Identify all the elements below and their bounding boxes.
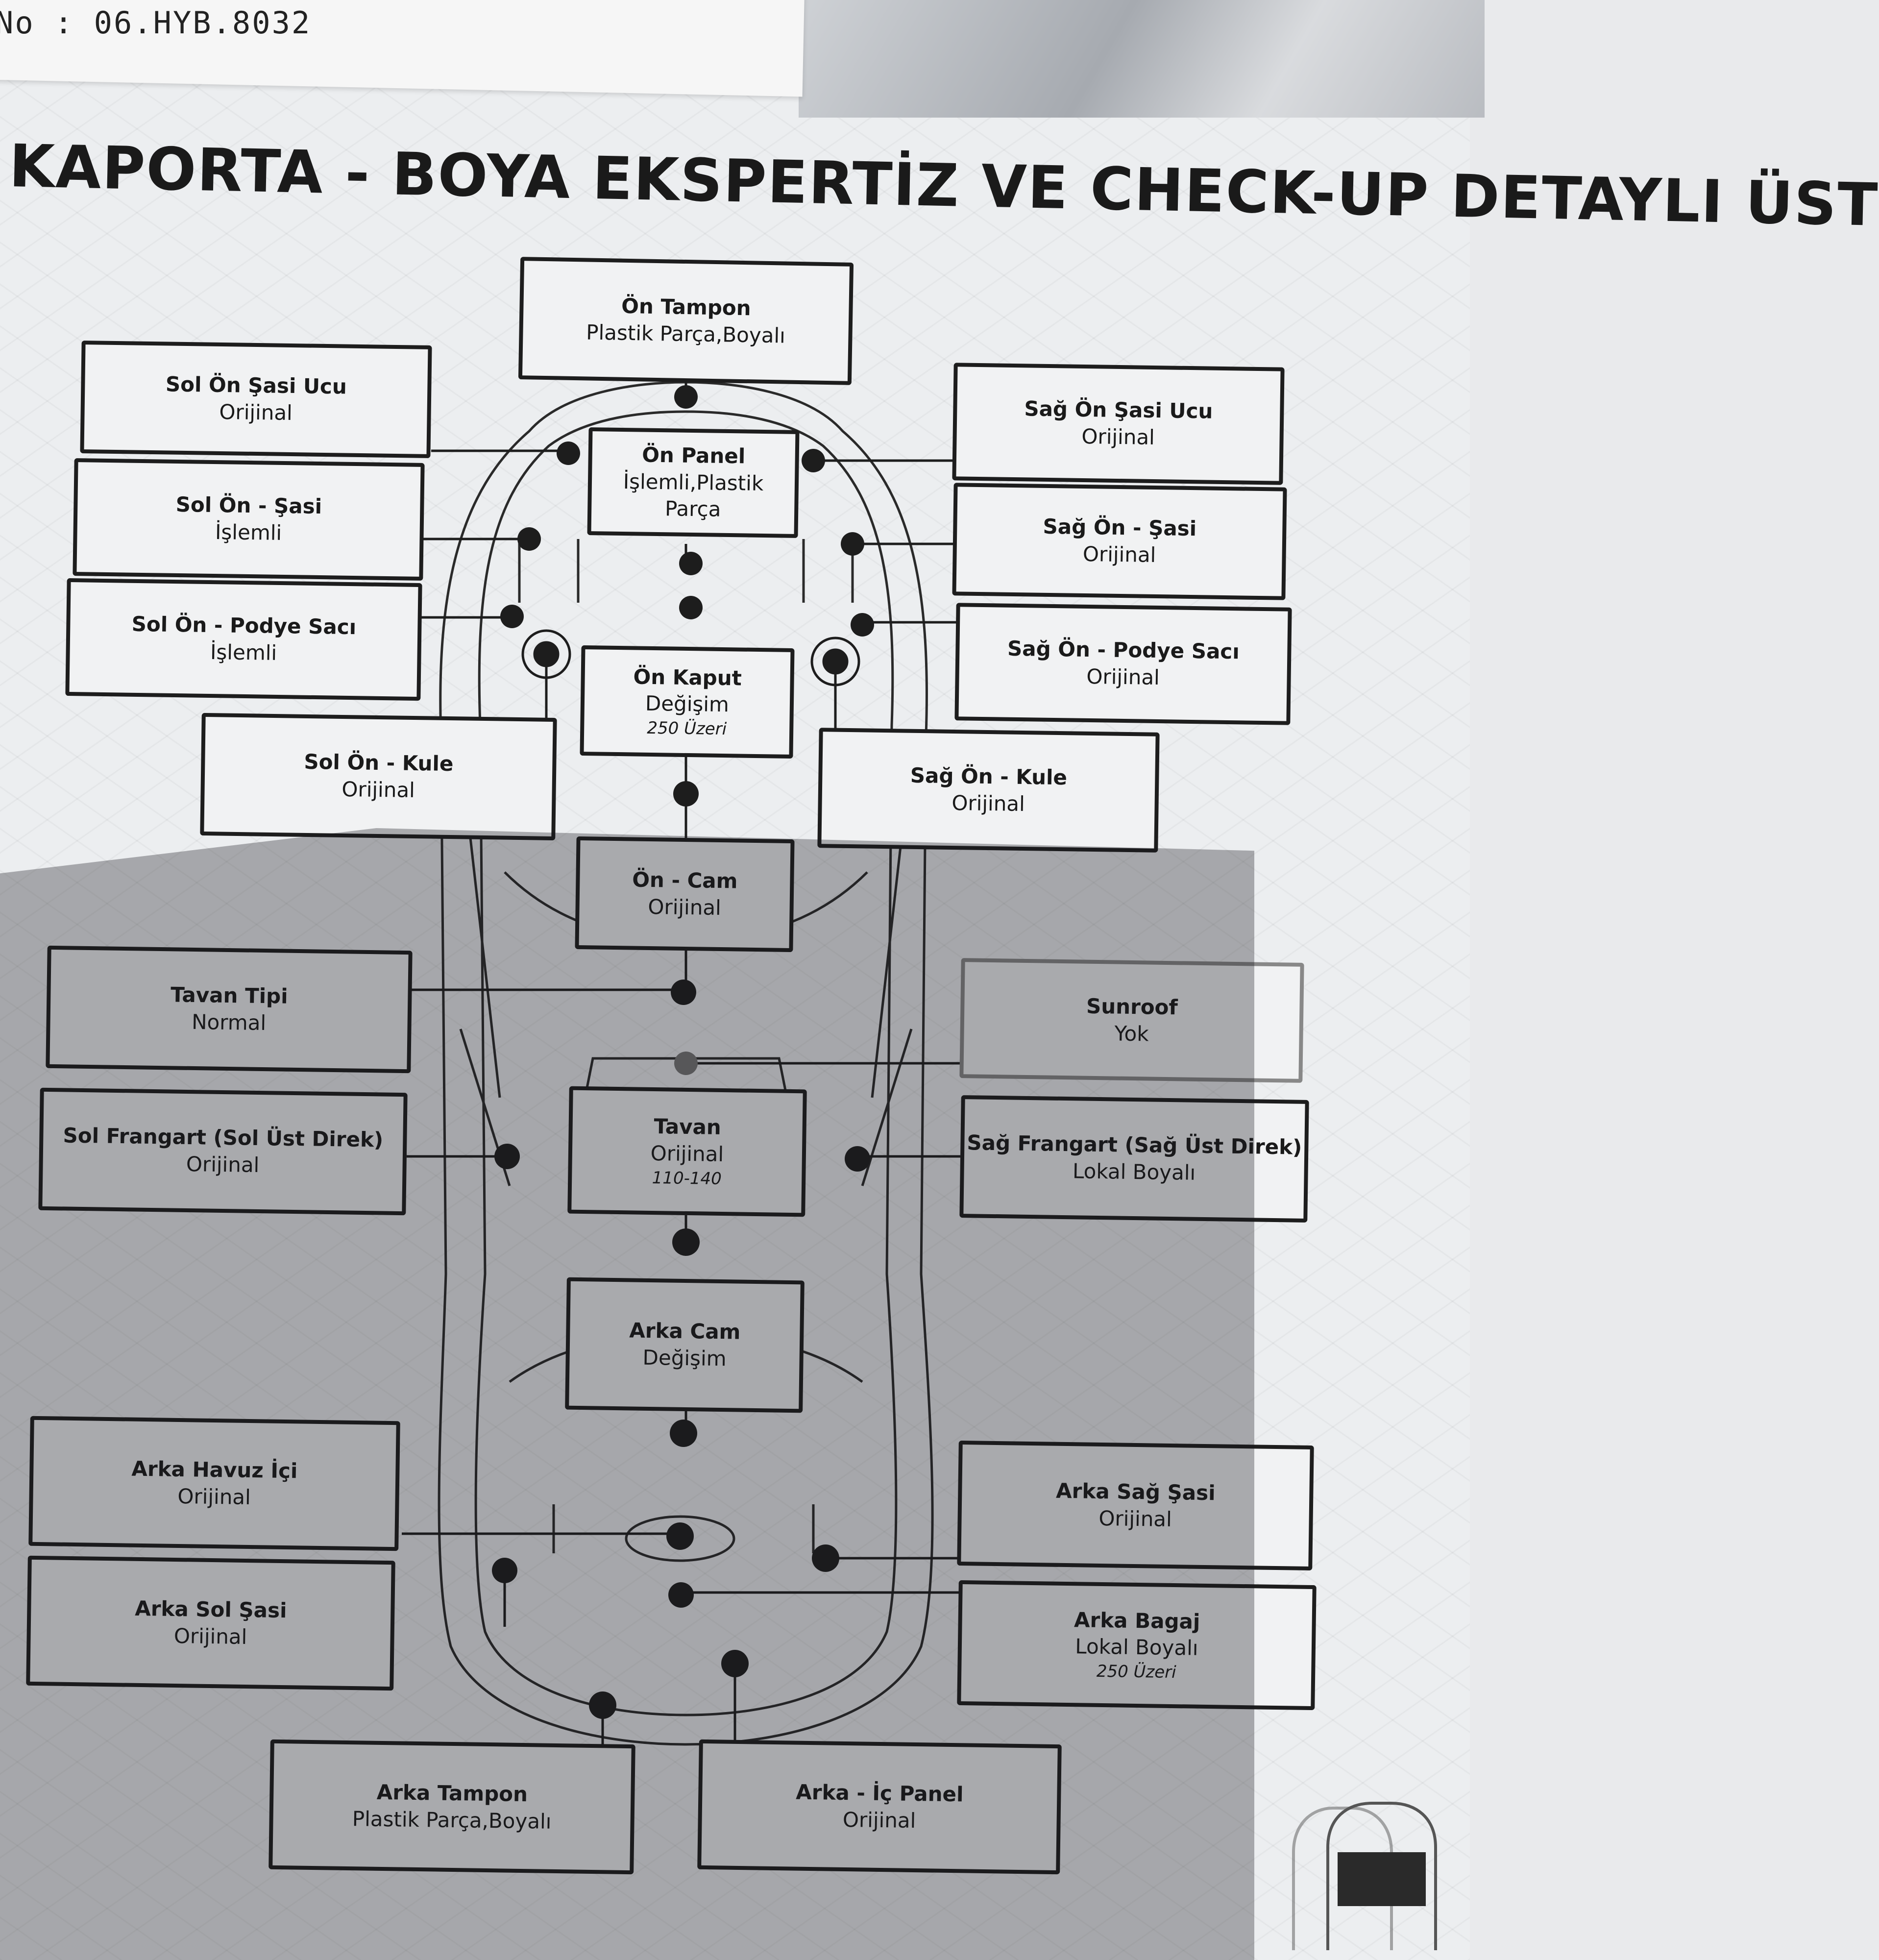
part-box-sag-on-podye-saci: Sağ Ön - Podye Sacı Orijinal <box>954 603 1292 725</box>
part-value: Orijinal <box>173 1623 247 1649</box>
part-value: Plastik Parça,Boyalı <box>352 1806 552 1834</box>
part-value: Orijinal <box>177 1484 251 1509</box>
part-value: Orijinal <box>842 1807 916 1833</box>
part-name: Ön Tampon <box>621 294 752 320</box>
part-value: Orijinal <box>650 1141 724 1166</box>
part-value: Yok <box>1114 1021 1149 1046</box>
part-box-on-panel: Ön Panel İşlemli,Plastik Parça <box>587 427 800 538</box>
part-value: Orijinal <box>648 894 722 920</box>
background-photo <box>799 0 1485 118</box>
part-name: Arka Havuz İçi <box>131 1456 298 1483</box>
part-box-sol-on-sasi: Sol Ön - Şasi İşlemli <box>73 458 425 581</box>
part-name: Arka Sağ Şasi <box>1055 1478 1216 1505</box>
part-box-tavan-tipi: Tavan Tipi Normal <box>46 945 413 1074</box>
part-box-on-kaput: Ön Kaput Değişim 250 Üzeri <box>580 645 795 759</box>
part-box-sag-on-sasi-ucu: Sağ Ön Şasi Ucu Orijinal <box>952 363 1285 485</box>
part-value: Orijinal <box>1081 424 1155 450</box>
part-value: Değişim <box>645 691 730 717</box>
part-extra: 110-140 <box>652 1168 722 1189</box>
part-name: Tavan Tipi <box>170 982 288 1009</box>
part-extra: 250 Üzeri <box>647 718 727 739</box>
part-name: Arka Cam <box>629 1318 741 1344</box>
part-box-tavan: Tavan Orijinal 110-140 <box>567 1086 807 1217</box>
part-name: Sol Ön - Kule <box>304 750 454 776</box>
part-box-arka-tampon: Arka Tampon Plastik Parça,Boyalı <box>268 1739 635 1875</box>
part-name: Tavan <box>654 1114 722 1140</box>
part-name: Sunroof <box>1086 994 1178 1020</box>
part-name: Arka Bagaj <box>1074 1608 1200 1634</box>
part-box-sol-frangart: Sol Frangart (Sol Üst Direk) Orijinal <box>38 1087 408 1216</box>
part-extra: 250 Üzeri <box>1096 1661 1176 1683</box>
part-name: Sağ Ön - Podye Sacı <box>1007 637 1240 664</box>
part-value: Orijinal <box>186 1152 260 1177</box>
part-value: Lokal Boyalı <box>1072 1159 1196 1185</box>
part-value: Orijinal <box>1098 1506 1172 1531</box>
part-box-arka-ic-panel: Arka - İç Panel Orijinal <box>697 1739 1062 1875</box>
part-box-sag-on-kule: Sağ Ön - Kule Orijinal <box>817 728 1160 853</box>
part-name: Sol Ön Şasi Ucu <box>165 372 347 399</box>
part-name: Ön - Cam <box>632 867 738 893</box>
part-box-sag-frangart: Sağ Frangart (Sağ Üst Direk) Lokal Boyal… <box>959 1095 1309 1223</box>
part-value: Normal <box>191 1009 267 1035</box>
part-box-arka-cam: Arka Cam Değişim <box>565 1277 805 1413</box>
connector-dots <box>492 385 874 1719</box>
part-value: Lokal Boyalı <box>1075 1634 1198 1661</box>
part-value: Orijinal <box>342 777 415 803</box>
part-value: İşlemli <box>210 640 277 665</box>
part-box-on-cam: Ön - Cam Orijinal <box>575 836 795 953</box>
part-name: Sağ Frangart (Sağ Üst Direk) <box>967 1130 1302 1160</box>
part-name: Sağ Ön Şasi Ucu <box>1024 396 1213 424</box>
part-value: İşlemli <box>215 520 282 545</box>
document-number: No : 06.HYB.8032 <box>0 5 312 41</box>
part-name: Sol Ön - Şasi <box>175 492 322 519</box>
car-thumbnail-icon <box>1292 1802 1437 1950</box>
part-value: İşlemli,Plastik Parça <box>623 469 764 522</box>
part-box-on-tampon: Ön Tampon Plastik Parça,Boyalı <box>518 257 854 385</box>
car-diagram <box>402 372 960 1746</box>
part-box-sol-on-sasi-ucu: Sol Ön Şasi Ucu Orijinal <box>80 341 432 458</box>
part-name: Arka Tampon <box>376 1780 528 1807</box>
part-value: Plastik Parça,Boyalı <box>586 320 786 348</box>
part-value: Orijinal <box>1082 541 1156 567</box>
part-box-sol-on-kule: Sol Ön - Kule Orijinal <box>200 712 557 841</box>
part-name: Sol Ön - Podye Sacı <box>131 612 357 639</box>
part-value: Orijinal <box>1086 664 1160 690</box>
part-value: Değişim <box>642 1345 727 1371</box>
car-outline <box>438 381 934 1746</box>
part-value: Orijinal <box>952 790 1025 816</box>
part-name: Ön Panel <box>641 442 746 468</box>
part-name: Ön Kaput <box>633 664 742 690</box>
part-name: Sağ Ön - Kule <box>910 763 1068 790</box>
part-box-arka-havuz-ici: Arka Havuz İçi Orijinal <box>28 1416 400 1551</box>
part-box-sol-on-podye-saci: Sol Ön - Podye Sacı İşlemli <box>65 578 422 701</box>
part-box-sunroof: Sunroof Yok <box>959 958 1304 1083</box>
part-box-arka-sag-sasi: Arka Sağ Şasi Orijinal <box>957 1440 1314 1571</box>
part-box-arka-sol-sasi: Arka Sol Şasi Orijinal <box>26 1555 395 1691</box>
part-name: Arka Sol Şasi <box>134 1596 287 1623</box>
part-name: Sağ Ön - Şasi <box>1043 514 1197 541</box>
part-name: Arka - İç Panel <box>796 1780 964 1807</box>
part-name: Sol Frangart (Sol Üst Direk) <box>63 1123 384 1152</box>
part-box-sag-on-sasi: Sağ Ön - Şasi Orijinal <box>952 483 1287 600</box>
part-value: Orijinal <box>219 399 293 425</box>
part-box-arka-bagaj: Arka Bagaj Lokal Boyalı 250 Üzeri <box>957 1580 1317 1711</box>
